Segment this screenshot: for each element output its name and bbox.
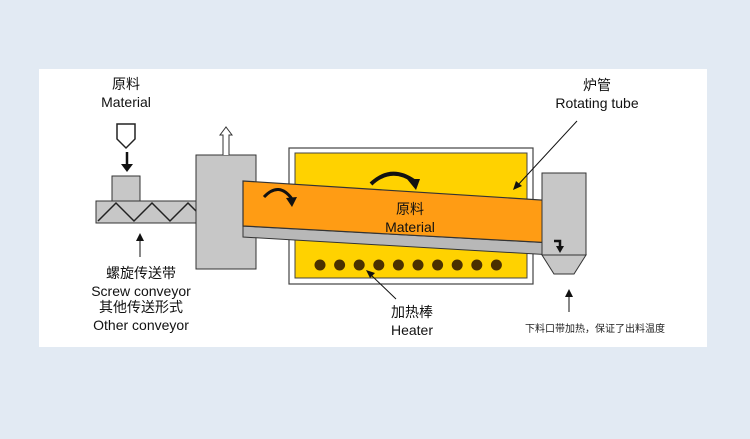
tube-label-en: Rotating tube [555,95,639,111]
screw-pointer-arrow [136,233,144,257]
tube-pointer-arrow [513,120,578,190]
heater-rod-dot [392,259,404,271]
process-diagram [95,120,587,312]
discharge-hopper [541,172,587,275]
heater-rod-dot [490,259,502,271]
heater-label-en: Heater [390,322,434,338]
rotation-top-arrow-icon [369,171,416,186]
screw-conveyor-zh: 螺旋传送带 [106,266,176,282]
heater-label: 加热棒 Heater [377,305,447,339]
conveyor-label: 螺旋传送带 Screw conveyor 其他传送形式 Other convey… [79,266,203,334]
other-conveyor-en: Other conveyor [93,317,189,333]
material-inside-en: Material [385,219,435,235]
rotation-arrowhead-icon [286,197,297,207]
material-inside-label: 原料 Material [375,202,445,236]
outlet-pointer-arrow [565,289,573,312]
outlet-arrow-icon [554,239,564,253]
screw-conveyor-en: Screw conveyor [91,283,191,299]
heater-rod-dot [451,259,463,271]
feed-hopper-icon [116,123,136,150]
heater-rods [314,259,502,271]
other-conveyor-zh: 其他传送形式 [99,300,183,316]
heater-rod-dot [314,259,326,271]
heater-pointer-arrow [366,270,397,300]
material-input-label: 原料 Material [95,77,157,111]
heater-rod-dot [432,259,444,271]
exhaust-arrow-icon [219,126,233,155]
material-input-en: Material [101,94,151,110]
heater-rod-dot [334,259,346,271]
heater-rod-dot [471,259,483,271]
feed-arrow-icon [121,152,133,172]
heater-rod-dot [373,259,385,271]
feeder-box [111,175,141,202]
tube-label: 炉管 Rotating tube [537,78,657,112]
heater-label-zh: 加热棒 [391,305,433,321]
heater-rod-dot [353,259,365,271]
heater-rod-dot [412,259,424,271]
material-inside-zh: 原料 [396,202,424,218]
tube-label-zh: 炉管 [583,78,611,94]
rotation-arrow-icon [262,188,294,200]
material-input-zh: 原料 [112,77,140,93]
rotation-top-arrowhead-icon [407,179,420,190]
outlet-note: 下料口带加热，保证了出料温度 [525,324,665,335]
diagram-panel: 原料 Material 炉管 Rotating tube 原料 Material… [39,69,707,347]
